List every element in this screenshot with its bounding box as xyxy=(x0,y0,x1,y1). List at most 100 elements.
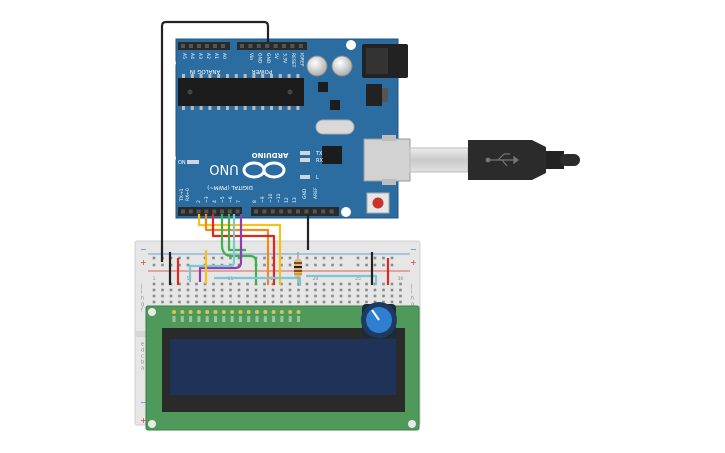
breadboard-hole xyxy=(314,300,317,304)
breadboard-hole xyxy=(305,300,309,304)
breadboard-hole xyxy=(348,300,351,304)
lcd-pin-label xyxy=(214,316,217,322)
lcd-pin-label xyxy=(280,316,284,322)
breadboard-hole xyxy=(271,300,275,304)
usb-b-port xyxy=(363,138,411,182)
row-letter: j xyxy=(140,284,142,290)
power-pin-label: IOREF xyxy=(298,53,304,67)
rail-hole xyxy=(280,263,283,267)
lcd-pin xyxy=(255,310,259,314)
breadboard-hole xyxy=(382,288,385,292)
rail-minus-left-bottom: − xyxy=(140,398,147,407)
breadboard-hole xyxy=(322,294,326,298)
breadboard-hole xyxy=(339,288,343,292)
row-letter: c xyxy=(141,354,144,360)
pot-indicator xyxy=(371,309,380,321)
header-pin xyxy=(240,44,244,48)
rail-hole xyxy=(288,263,292,267)
chip-pin xyxy=(190,74,194,78)
breadboard-hole xyxy=(161,282,164,286)
breadboard-hole xyxy=(314,282,317,286)
breadboard-hole xyxy=(399,288,402,292)
rail-hole xyxy=(322,256,326,260)
lcd-pin-label xyxy=(263,316,267,322)
breadboard-hole xyxy=(331,300,334,304)
lcd-pin-label xyxy=(230,316,234,322)
chip-pin xyxy=(226,74,229,78)
rail-hole xyxy=(178,256,181,260)
breadboard-hole xyxy=(399,300,402,304)
arduino-infinity-logo xyxy=(242,161,286,179)
lcd-pin-label xyxy=(222,316,226,322)
breadboard-hole xyxy=(280,300,283,304)
header-pin xyxy=(296,209,300,214)
analog-pin-label: A2 xyxy=(205,53,211,59)
breadboard-hole xyxy=(271,288,275,292)
breadboard-hole xyxy=(195,300,198,304)
chip-pin xyxy=(182,74,185,78)
lcd-pin xyxy=(180,310,185,314)
row-letter: h xyxy=(141,296,144,302)
uno-model-label: UNO xyxy=(209,161,238,176)
rail-hole xyxy=(237,256,241,260)
breadboard-hole xyxy=(246,282,249,286)
breadboard-hole xyxy=(314,294,317,298)
wires xyxy=(160,20,390,286)
breadboard-hole xyxy=(263,288,266,292)
rail-minus-left-top: − xyxy=(140,245,147,254)
chip-pin xyxy=(278,106,282,110)
rail-hole xyxy=(365,256,368,260)
header-pin xyxy=(254,209,258,214)
breadboard-hole xyxy=(152,294,156,298)
rail-hole xyxy=(305,256,309,260)
chip-pin xyxy=(270,74,273,78)
rail-hole xyxy=(356,256,360,260)
analog-in-label: ANALOG IN xyxy=(190,68,221,74)
reset-button[interactable] xyxy=(372,197,384,209)
breadboard-hole xyxy=(297,294,300,298)
digital-pin-label: 2 xyxy=(196,200,202,203)
breadboard-hole xyxy=(365,294,368,298)
header-pin xyxy=(213,44,217,48)
potentiometer[interactable] xyxy=(361,302,397,338)
breadboard-hole xyxy=(365,288,368,292)
digital-header-high xyxy=(251,207,339,216)
header-pin xyxy=(282,44,286,48)
breadboard-hole xyxy=(237,288,241,292)
power-pin-label: 5V xyxy=(273,53,279,60)
breadboard-hole xyxy=(246,288,249,292)
header-pin xyxy=(304,209,309,214)
breadboard-hole xyxy=(390,288,394,292)
breadboard-hole xyxy=(322,300,326,304)
breadboard-hole xyxy=(254,294,258,298)
digital-pin-label: 4 xyxy=(212,200,218,203)
breadboard-hole xyxy=(280,288,283,292)
breadboard-hole xyxy=(339,282,343,286)
breadboard-hole xyxy=(220,282,224,286)
breadboard-hole xyxy=(237,282,241,286)
breadboard-hole xyxy=(254,300,258,304)
lcd-pin xyxy=(288,310,293,314)
breadboard-hole xyxy=(178,282,181,286)
breadboard-hole xyxy=(382,294,385,298)
power-pin-label: Vin xyxy=(248,53,254,60)
rail-hole xyxy=(280,256,283,260)
digital-pwm-label: DIGITAL (PWM~) xyxy=(207,184,253,190)
breadboard-hole xyxy=(229,294,232,298)
lcd-pin-header xyxy=(172,310,301,322)
lcd-pin xyxy=(188,310,193,314)
breadboard-hole xyxy=(339,300,343,304)
breadboard-hole xyxy=(288,282,292,286)
rx-led xyxy=(300,158,310,162)
breadboard-hole xyxy=(212,300,215,304)
lcd-pin xyxy=(230,310,235,314)
breadboard-hole xyxy=(331,294,334,298)
digital-pin-label: 8 xyxy=(252,200,258,203)
lcd-pin xyxy=(246,310,251,314)
breadboard-hole xyxy=(288,294,292,298)
chip-pin xyxy=(199,74,203,78)
lcd-pin xyxy=(271,310,276,314)
chip-pin xyxy=(287,74,291,78)
breadboard-hole xyxy=(169,294,173,298)
